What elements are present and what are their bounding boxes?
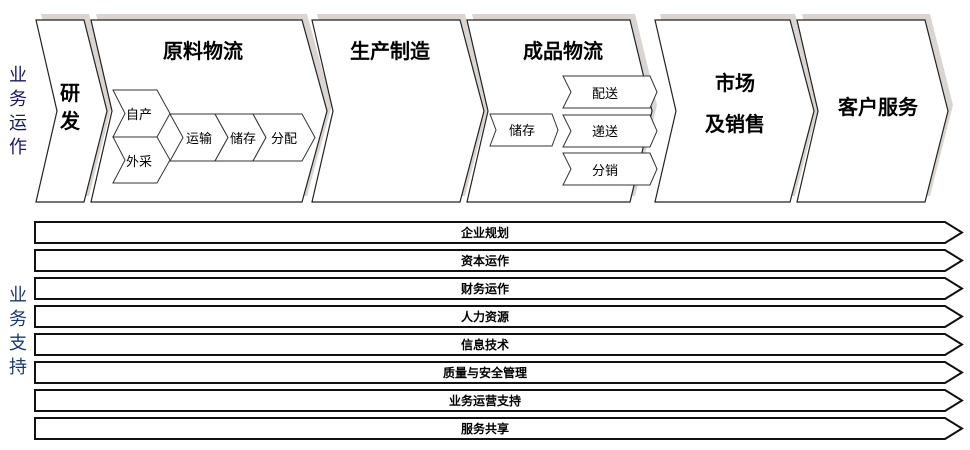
finished-storage-chevron xyxy=(489,113,559,147)
business-support-label: 业务支持 xyxy=(9,285,27,378)
express-label: 递送 xyxy=(592,125,618,140)
business-operations-label: 业务运作 xyxy=(9,65,27,158)
rd-label-1: 研 xyxy=(60,81,80,105)
customer-service-label: 客户服务 xyxy=(837,95,919,119)
support-bar xyxy=(34,333,964,356)
support-bar-label: 信息技术 xyxy=(461,337,509,352)
transport-label: 运输 xyxy=(186,131,212,147)
manufacturing-title: 生产制造 xyxy=(350,39,431,63)
rd-label-2: 发 xyxy=(59,109,81,133)
raw-storage-label: 储存 xyxy=(230,132,256,147)
support-bar xyxy=(34,277,964,300)
support-bar-label: 业务运营支持 xyxy=(449,393,521,408)
raw-distribution-label: 分配 xyxy=(271,132,297,147)
finished-storage-label: 储存 xyxy=(509,124,535,139)
support-bar xyxy=(34,417,964,440)
resale-label: 分销 xyxy=(592,164,618,179)
marketing-sales-panel xyxy=(654,19,815,203)
manufacturing-panel xyxy=(311,19,485,203)
rd-panel xyxy=(35,19,108,203)
raw-logistics-title: 原料物流 xyxy=(163,39,243,63)
outsource-chevron xyxy=(112,136,171,184)
support-bar-label: 服务共享 xyxy=(461,421,509,436)
raw-distribution-chevron xyxy=(252,113,316,162)
support-bar-label: 资本运作 xyxy=(461,253,509,268)
support-bar-label: 财务运作 xyxy=(460,281,509,296)
customer-service-panel xyxy=(796,19,949,203)
support-bar xyxy=(34,249,964,272)
support-bar-label: 人力资源 xyxy=(461,309,509,324)
support-bar xyxy=(34,305,964,328)
marketing-label-2: 及销售 xyxy=(705,112,765,136)
express-chevron xyxy=(562,114,658,148)
support-bar-label: 企业规划 xyxy=(460,225,509,240)
outsource-label: 外采 xyxy=(126,155,152,170)
resale-chevron xyxy=(562,152,658,186)
support-bar xyxy=(34,389,964,412)
finished-logistics-title: 成品物流 xyxy=(523,39,603,63)
support-bar xyxy=(34,221,964,244)
marketing-label-1: 市场 xyxy=(715,71,755,95)
self-produce-label: 自产 xyxy=(126,108,152,123)
delivery-chevron xyxy=(562,75,658,109)
support-bar xyxy=(34,361,964,384)
support-bar-label: 质量与安全管理 xyxy=(443,365,527,380)
delivery-label: 配送 xyxy=(592,87,618,102)
